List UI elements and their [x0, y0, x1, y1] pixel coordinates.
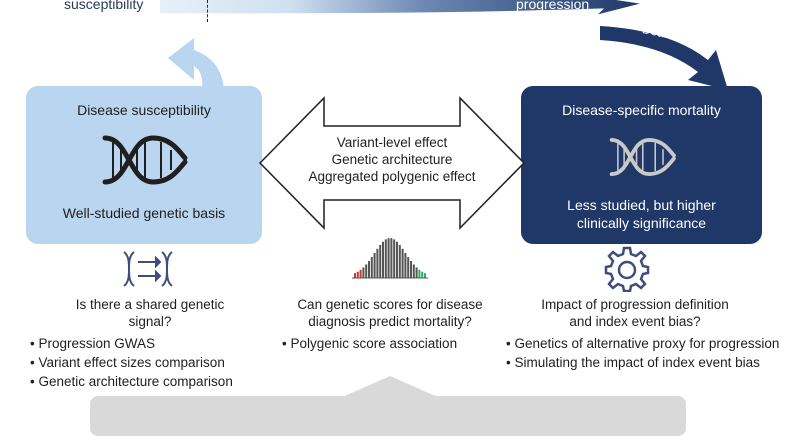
histogram-bar: [379, 244, 382, 278]
death-down-arrow: [600, 26, 728, 90]
histogram-bar: [354, 273, 356, 278]
disease-susceptibility-box: Disease susceptibility Well-studied gene…: [26, 86, 262, 244]
histogram-bar: [382, 241, 384, 278]
dna-icon: [609, 137, 676, 177]
dna-comparison-icon: [123, 251, 173, 287]
histogram-icon: [352, 238, 428, 279]
bottom-panel: [90, 396, 686, 436]
column-question: Impact of progression definition and ind…: [510, 296, 760, 330]
histogram-bar: [396, 241, 398, 278]
histogram-bar: [418, 269, 421, 278]
bottom-up-arrow: [340, 376, 440, 398]
histogram-bar: [368, 261, 370, 278]
box-footer-line2: clinically significance: [576, 215, 707, 231]
histogram-bar: [415, 267, 418, 278]
histogram-bar: [401, 248, 404, 278]
banner-arrow-shape: [160, 0, 640, 15]
list-item: Genetics of alternative proxy for progre…: [506, 334, 798, 353]
histogram-bar: [410, 261, 412, 278]
column-question: Can genetic scores for disease diagnosis…: [262, 296, 518, 330]
box-footer-line1: Less studied, but higher: [567, 197, 716, 213]
list-item: Polygenic score association: [282, 334, 512, 353]
box-footer: Less studied, but higher clinically sign…: [521, 196, 762, 232]
histogram-bar: [412, 264, 415, 278]
bullet-list: Genetics of alternative proxy for progre…: [506, 334, 798, 372]
dna-icon: [102, 135, 188, 185]
histogram-bar: [387, 238, 390, 278]
histogram-bar: [393, 239, 396, 278]
question-line: Can genetic scores for disease: [297, 297, 483, 312]
box-title: Disease-specific mortality: [562, 102, 721, 118]
histogram-bar: [373, 252, 376, 278]
histogram-bar: [384, 239, 387, 278]
bidirectional-arrow: Variant-level effect Genetic architectur…: [258, 96, 526, 230]
histogram-bar: [404, 252, 407, 278]
progression-label: progression: [516, 0, 590, 12]
arrow-text-line: Genetic architecture: [331, 152, 453, 167]
disease-course-banner: [160, 0, 640, 15]
question-line: signal?: [128, 314, 172, 329]
column-question: Is there a shared genetic signal?: [40, 296, 260, 330]
question-line: Is there a shared genetic: [75, 297, 225, 312]
histogram-bar: [356, 271, 359, 278]
histogram-bar: [362, 267, 365, 278]
disability-label: Disability: [644, 0, 693, 8]
disease-mortality-box: Disease-specific mortality Less studied,…: [521, 86, 762, 244]
arrow-text-line: Aggregated polygenic effect: [308, 169, 476, 184]
bullet-list: Polygenic score association: [282, 334, 512, 353]
stage-divider: [207, 0, 208, 22]
histogram-bar: [359, 269, 362, 278]
arrow-text-line: Variant-level effect: [336, 135, 448, 150]
histogram-bar: [407, 257, 410, 278]
histogram-bar: [376, 248, 379, 278]
question-line: diagnosis predict mortality?: [308, 314, 472, 329]
bullet-list: Progression GWAS Variant effect sizes co…: [30, 334, 280, 391]
histogram-bar: [421, 271, 424, 278]
histogram-bar: [365, 264, 368, 278]
histogram-bar: [370, 257, 373, 278]
question-line: Impact of progression definition: [541, 297, 729, 312]
list-item: Simulating the impact of index event bia…: [506, 353, 798, 372]
histogram-bar: [424, 273, 426, 278]
box-footer: Well-studied genetic basis: [62, 205, 226, 221]
histogram-bar: [390, 238, 393, 278]
list-item: Variant effect sizes comparison: [30, 353, 280, 372]
susceptibility-label: susceptibility: [64, 0, 144, 12]
gear-icon: [604, 246, 650, 292]
histogram-bar: [398, 244, 401, 278]
list-item: Genetic architecture comparison: [30, 372, 280, 391]
box-title: Disease susceptibility: [77, 102, 211, 118]
list-item: Progression GWAS: [30, 334, 280, 353]
susceptibility-up-arrow: [168, 38, 224, 90]
question-line: and index event bias?: [569, 314, 701, 329]
